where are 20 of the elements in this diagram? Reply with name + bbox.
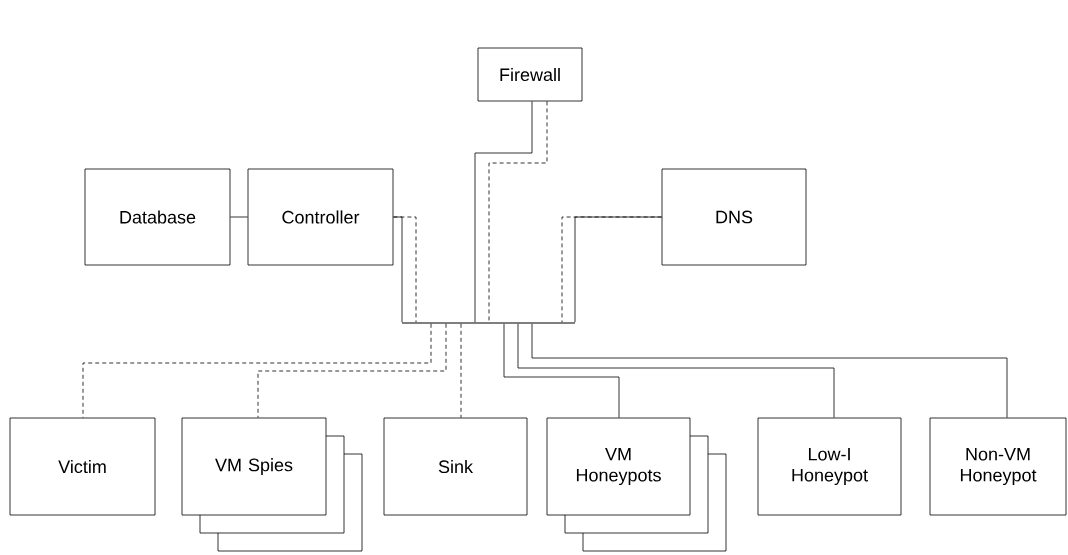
box: Low-I Honeypot <box>757 417 902 516</box>
box: Database <box>84 168 231 266</box>
bus-line <box>402 322 575 324</box>
connector <box>503 323 620 418</box>
connector <box>474 101 533 323</box>
connector <box>531 323 1008 418</box>
connector <box>517 323 835 418</box>
box: Controller <box>247 168 394 266</box>
box: Non-VM Honeypot <box>929 417 1067 516</box>
connector <box>230 216 248 218</box>
connector <box>257 323 447 418</box>
box: Victim <box>9 417 156 516</box>
box: Firewall <box>477 47 583 102</box>
connector <box>393 216 417 323</box>
box: Sink <box>383 417 528 516</box>
box: DNS <box>661 168 807 266</box>
connector <box>460 323 462 418</box>
stacked-boxes: VM Honeypots <box>546 417 727 552</box>
connector <box>82 323 432 418</box>
stacked-boxes: VM Spies <box>181 417 363 552</box>
